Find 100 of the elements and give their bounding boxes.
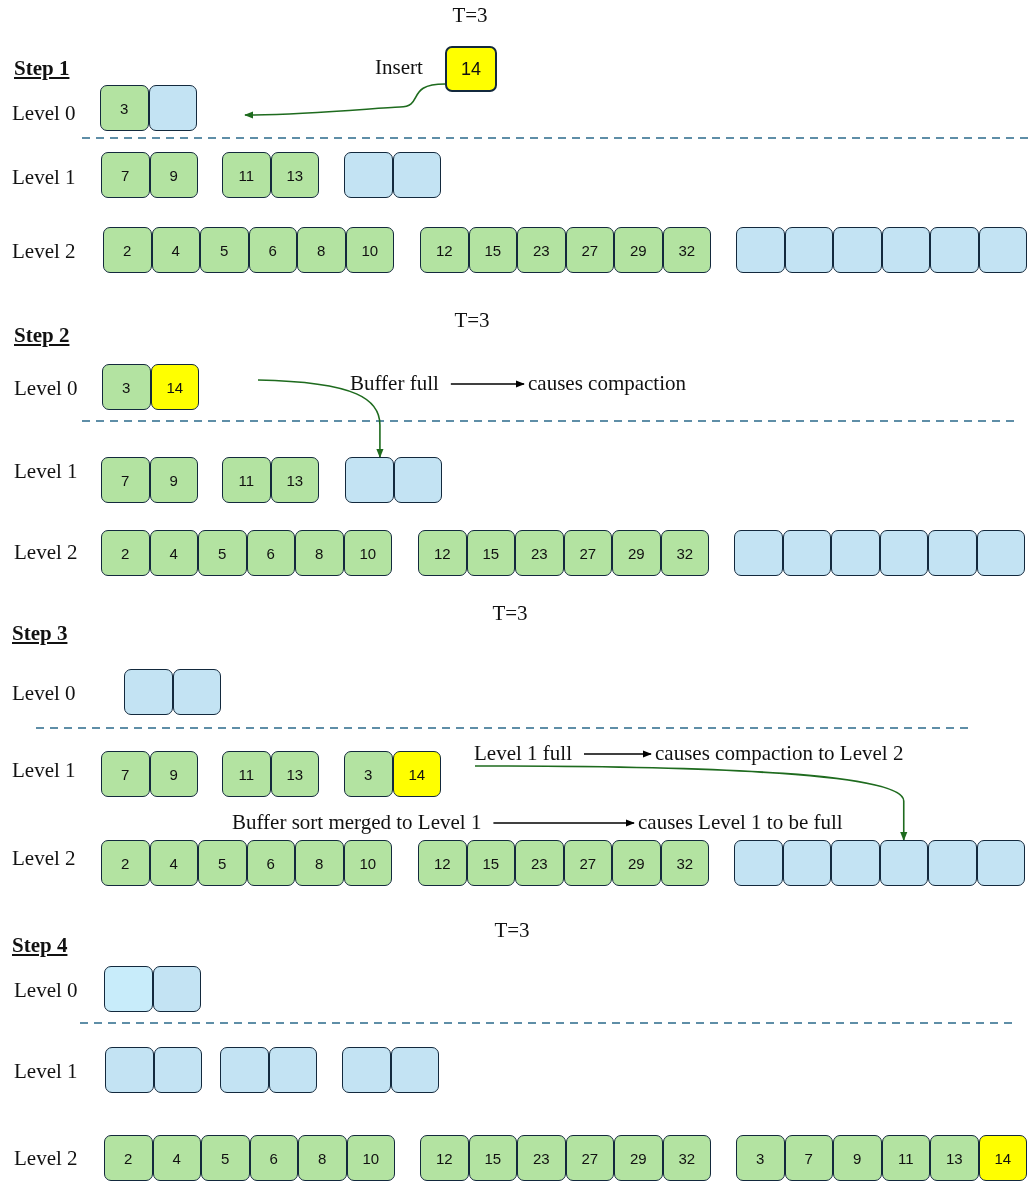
array-cell: 14 — [445, 46, 497, 92]
array-cell: 8 — [298, 1135, 347, 1181]
array-cell: 2 — [104, 1135, 153, 1181]
array-cell: 4 — [151, 227, 200, 273]
step-heading: Step 4 — [12, 932, 68, 958]
array-cell: 29 — [612, 530, 661, 576]
array-cell: 6 — [246, 840, 295, 886]
array-cell: 9 — [149, 152, 198, 198]
array-cell: 27 — [565, 1135, 614, 1181]
text-label: Level 1 — [14, 1058, 78, 1084]
array-cell: 4 — [149, 840, 198, 886]
array-cell: 11 — [222, 457, 271, 503]
arrow — [583, 750, 652, 758]
array-cell: 3 — [100, 85, 149, 131]
step-heading: Step 1 — [14, 55, 70, 81]
array-cell: 15 — [468, 227, 517, 273]
arrow — [474, 765, 908, 841]
array-cell: 14 — [150, 364, 199, 410]
arrow — [257, 379, 384, 458]
annotation-text: Buffer sort merged to Level 1 — [232, 809, 482, 835]
array-cell: 12 — [418, 530, 467, 576]
array-cell: 27 — [563, 840, 612, 886]
array-cell: 8 — [295, 840, 344, 886]
step-heading: Step 3 — [12, 620, 68, 646]
array-cell: 27 — [563, 530, 612, 576]
array-cell: 32 — [660, 840, 709, 886]
array-cell: 10 — [346, 1135, 395, 1181]
array-cell: 5 — [198, 840, 247, 886]
text-label: T=3 — [452, 2, 488, 28]
array-cell: 12 — [420, 1135, 469, 1181]
array-cell: 7 — [101, 152, 150, 198]
array-cell: 32 — [662, 227, 711, 273]
text-label: Level 1 — [14, 458, 78, 484]
array-cell: 9 — [833, 1135, 882, 1181]
array-cell: 11 — [222, 152, 271, 198]
array-cell: 12 — [420, 227, 469, 273]
text-label: Level 2 — [14, 1145, 78, 1171]
array-cell: 10 — [345, 227, 394, 273]
text-label: Level 1 — [12, 757, 76, 783]
array-cell: 29 — [614, 227, 663, 273]
array-cell: 23 — [515, 840, 564, 886]
array-cell: 15 — [466, 840, 515, 886]
arrow — [244, 83, 446, 119]
array-cell: 23 — [517, 1135, 566, 1181]
array-cell: 13 — [930, 1135, 979, 1181]
array-cell: 3 — [736, 1135, 785, 1181]
arrow — [492, 819, 635, 827]
text-label: Level 0 — [14, 375, 78, 401]
array-cell: 11 — [881, 1135, 930, 1181]
array-cell: 4 — [152, 1135, 201, 1181]
array-cell: 9 — [149, 751, 198, 797]
array-cell: 8 — [297, 227, 346, 273]
text-label: Level 0 — [12, 100, 76, 126]
annotation-text: causes compaction — [528, 370, 687, 396]
array-cell: 7 — [784, 1135, 833, 1181]
text-label: T=3 — [494, 917, 530, 943]
array-cell: 13 — [270, 152, 319, 198]
arrow — [450, 380, 525, 388]
array-cell: 11 — [222, 751, 271, 797]
array-cell: 7 — [101, 457, 150, 503]
text-label: Level 2 — [12, 238, 76, 264]
annotation-text: causes compaction to Level 2 — [655, 740, 904, 766]
array-cell: 13 — [270, 751, 319, 797]
array-cell: 8 — [295, 530, 344, 576]
text-label: Level 0 — [12, 680, 76, 706]
array-cell: 3 — [102, 364, 151, 410]
array-cell: 32 — [662, 1135, 711, 1181]
text-label: Insert — [375, 54, 423, 80]
annotation-text: Level 1 full — [474, 740, 572, 766]
array-cell: 6 — [246, 530, 295, 576]
text-label: Level 2 — [14, 539, 78, 565]
text-label: T=3 — [454, 307, 490, 333]
annotation-text: causes Level 1 to be full — [638, 809, 843, 835]
array-cell: 7 — [101, 751, 150, 797]
array-cell: 29 — [612, 840, 661, 886]
array-cell: 2 — [101, 530, 150, 576]
array-cell: 2 — [101, 840, 150, 886]
array-cell: 23 — [515, 530, 564, 576]
array-cell: 6 — [248, 227, 297, 273]
array-cell: 5 — [200, 227, 249, 273]
array-cell: 2 — [103, 227, 152, 273]
text-label: T=3 — [492, 600, 528, 626]
array-cell: 9 — [149, 457, 198, 503]
array-cell: 6 — [249, 1135, 298, 1181]
array-cell: 4 — [149, 530, 198, 576]
array-cell: 27 — [565, 227, 614, 273]
array-cell: 5 — [201, 1135, 250, 1181]
array-cell: 13 — [270, 457, 319, 503]
array-cell: 12 — [418, 840, 467, 886]
text-label: Level 2 — [12, 845, 76, 871]
array-cell: 10 — [343, 840, 392, 886]
array-cell: 5 — [198, 530, 247, 576]
array-cell: 29 — [614, 1135, 663, 1181]
text-label: Level 1 — [12, 164, 76, 190]
array-cell: 14 — [978, 1135, 1027, 1181]
text-label: Level 0 — [14, 977, 78, 1003]
array-cell: 32 — [660, 530, 709, 576]
array-cell: 15 — [468, 1135, 517, 1181]
array-cell: 3 — [344, 751, 393, 797]
annotation-text: Buffer full — [350, 370, 439, 396]
